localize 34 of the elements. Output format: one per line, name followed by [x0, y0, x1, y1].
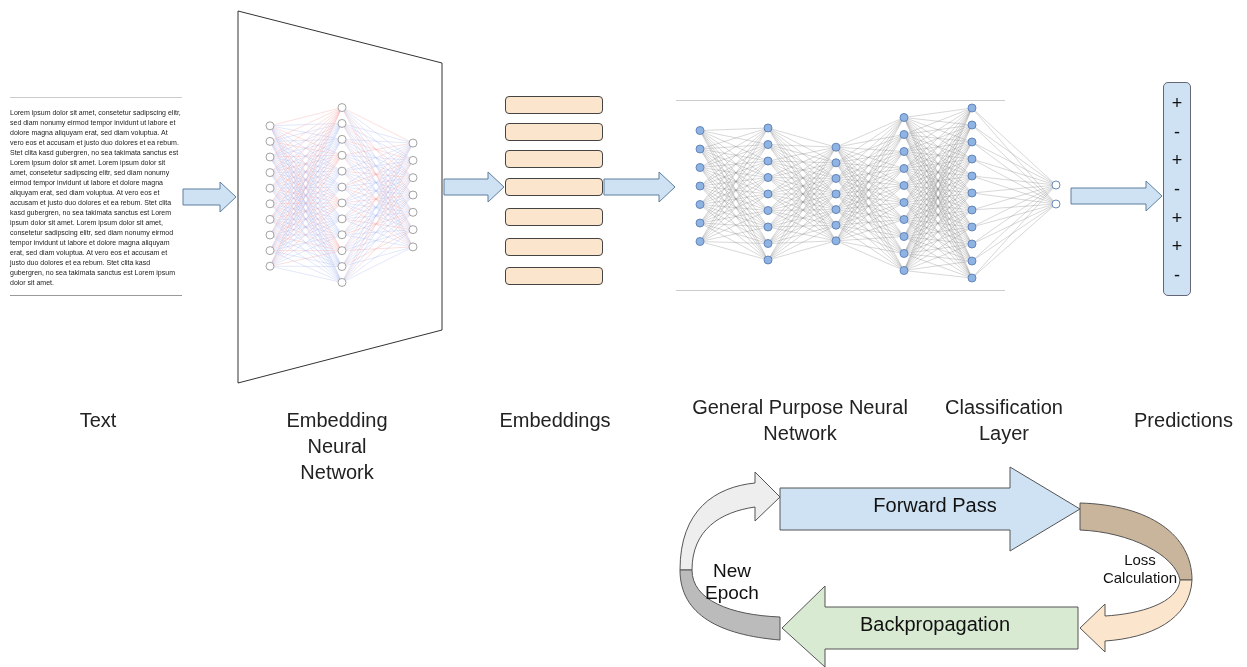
arrow-label: Loss Calculation — [1101, 551, 1179, 587]
curved-arrow — [1079, 502, 1193, 654]
caption: Classification Layer — [944, 395, 1064, 446]
embedding-vector — [505, 123, 603, 141]
caption: Embedding Neural Network — [285, 408, 389, 485]
block-arrow — [1070, 180, 1163, 212]
curved-arrow — [677, 471, 781, 642]
prediction-bar — [1163, 82, 1191, 296]
caption: Text — [78, 408, 118, 433]
prediction-sign: + — [1171, 208, 1183, 227]
prediction-sign: + — [1171, 237, 1183, 256]
embedding-vector — [505, 178, 603, 196]
embedding-vector — [505, 150, 603, 168]
caption: Embeddings — [498, 408, 612, 433]
arrow-label: Forward Pass — [872, 494, 998, 517]
arrow-label: New Epoch — [704, 560, 760, 604]
embedding-vector — [505, 208, 603, 226]
caption: Predictions — [1133, 408, 1234, 433]
block-arrow — [443, 171, 505, 203]
neural-network-drawing — [237, 10, 443, 384]
block-arrow — [603, 171, 676, 203]
block-arrow — [182, 181, 237, 213]
arrow-label: Backpropagation — [858, 613, 1012, 636]
prediction-sign: - — [1174, 265, 1180, 284]
prediction-sign: - — [1174, 122, 1180, 141]
embedding-vector — [505, 96, 603, 114]
process-shape — [781, 584, 1080, 667]
prediction-sign: - — [1174, 179, 1180, 198]
process-shape — [779, 466, 1082, 553]
caption: General Purpose Neural Network — [691, 395, 909, 446]
embedding-vector — [505, 267, 603, 285]
prediction-sign: + — [1171, 94, 1183, 113]
embedding-vector — [505, 238, 603, 256]
prediction-sign: + — [1171, 151, 1183, 170]
